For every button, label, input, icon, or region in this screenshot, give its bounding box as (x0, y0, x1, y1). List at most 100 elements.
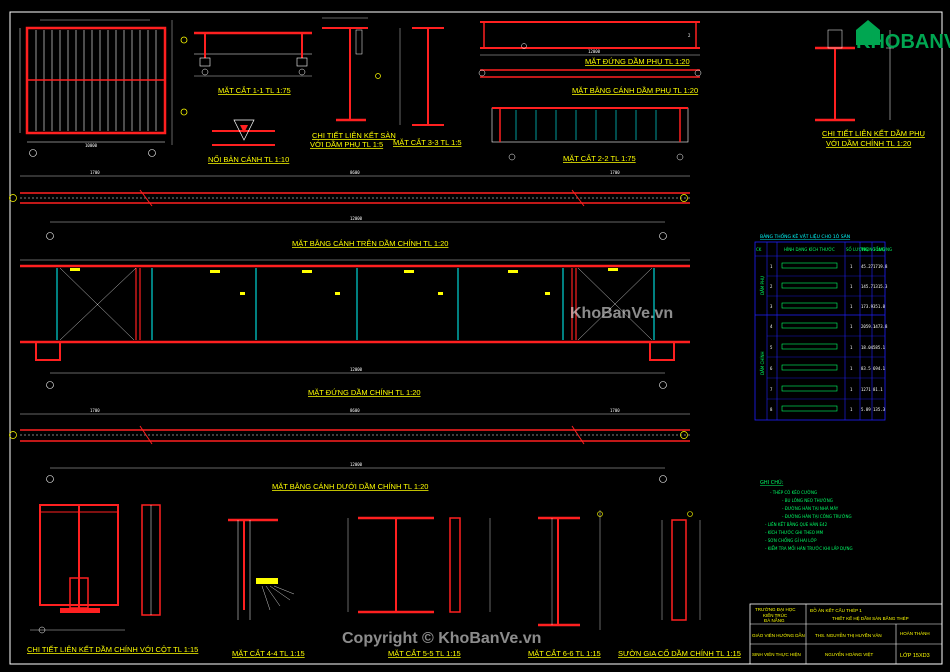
table-row-number: 1 (770, 264, 773, 269)
main-beam-elevation (20, 259, 690, 389)
table-row-weight: 45.27 (861, 264, 874, 269)
table-row-total: 694.1 (873, 366, 886, 371)
dim-top-1700-left: 1700 (90, 170, 100, 175)
materials-table-rows: 1 1 45.27 1719.8 2 1 145.7 1315.3 3 1 17… (770, 264, 888, 412)
brand-logo-text: KHOBANVE (856, 31, 950, 53)
table-row-number: 7 (770, 387, 773, 392)
section-mark-2: 2 (688, 33, 691, 38)
table-row-number: 8 (770, 407, 773, 412)
label-cat33: MẶT CẮT 3-3 TL 1:5 (393, 138, 462, 147)
dim-bot-1700-right: 1700 (610, 408, 620, 413)
note-line: - SƠN CHỐNG GỈ HAI LỚP (765, 538, 817, 543)
table-row-total: 1719.8 (873, 264, 888, 269)
table-row-weight: 145.7 (861, 284, 874, 289)
title-block (749, 603, 943, 665)
tb-teacher-name: THS. NGUYỄN THỊ HUYỀN VÂN (815, 632, 882, 638)
label-lk-san-2: VỚI DẦM PHỤ TL 1:5 (310, 139, 383, 149)
slab-connection-detail (322, 17, 381, 122)
table-row-number: 2 (770, 284, 773, 289)
column-connection-detail (30, 504, 161, 634)
table-row-total: 1315.3 (873, 284, 888, 289)
table-row-weight: 83.5 (861, 366, 871, 371)
label-cat66: MẶT CẮT 6-6 TL 1:15 (528, 649, 601, 658)
section-1-1-elevation (194, 31, 312, 77)
table-row-total: 351.8 (873, 304, 886, 309)
table-group-dam-phu: DẦM PHỤ (760, 276, 765, 295)
table-row-qty: 1 (850, 366, 853, 371)
label-bang-canh-duoi: MẶT BẰNG CÁNH DƯỚI DẦM CHÍNH TL 1:20 (272, 481, 428, 491)
section-2-2 (491, 107, 689, 161)
table-row-weight: 2059.1 (861, 324, 876, 329)
notes-block: GHI CHÚ: - THÉP CÓ KÉO CƯỜNG - BU LÔNG N… (760, 479, 853, 551)
tb-teacher-label: GIÁO VIÊN HƯỚNG DẪN (752, 631, 805, 638)
table-row-qty: 1 (850, 407, 853, 412)
watermark-bottom: Copyright © KhoBanVe.vn (342, 630, 541, 647)
dim-top-total: 12000 (350, 216, 363, 221)
note-line: - THÉP CÓ KÉO CƯỜNG (770, 490, 817, 495)
secondary-beam-elevation (480, 21, 700, 56)
section-6-6 (538, 510, 603, 630)
table-header-weight: TRỌNG LƯỢNG (860, 247, 892, 252)
main-beam-bottom-flange-plan (9, 413, 690, 483)
label-cat11: MẶT CẮT 1-1 TL 1:75 (218, 86, 291, 95)
table-header-shape: HÌNH DẠNG KÍCH THƯỚC (784, 247, 835, 252)
table-header-qty: SỐ LƯỢNG (846, 247, 868, 252)
table-header-ck: CK (756, 247, 762, 252)
label-lk-dam-phu-2: VỚI DẦM CHÍNH TL 1:20 (826, 138, 911, 148)
table-row-qty: 1 (850, 264, 853, 269)
section-5-5 (347, 516, 491, 614)
dim-top-8600: 8600 (350, 170, 360, 175)
dim-elev-total: 12000 (350, 367, 363, 372)
table-group-dam-chinh: DẦM CHÍNH (760, 351, 765, 375)
table-header-total: TỔNG (872, 247, 885, 252)
table-row-total: 1473.8 (873, 324, 888, 329)
table-row-number: 5 (770, 345, 773, 350)
table-row-qty: 1 (850, 345, 853, 350)
dim-cat11-width: 10000 (85, 143, 98, 148)
notes-title: GHI CHÚ: (760, 479, 784, 486)
section-3-3 (399, 27, 444, 126)
table-row-weight: 5.89 (861, 407, 871, 412)
table-row-total: 585.1 (873, 345, 886, 350)
tb-school-3: ĐÀ NẴNG (764, 617, 785, 623)
tb-school-2: KIẾN TRÚC (763, 612, 788, 618)
materials-table-headers: CK HÌNH DẠNG KÍCH THƯỚC SỐ LƯỢNG TRỌNG L… (756, 247, 892, 252)
note-line: - ĐƯỜNG HÀN TẠI CÔNG TRƯỜNG (782, 514, 852, 519)
label-cat22: MẶT CẮT 2-2 TL 1:75 (563, 154, 636, 163)
table-row-weight: 173.9 (861, 304, 874, 309)
tb-project-1: ĐỒ ÁN KẾT CẤU THÉP 1 (810, 607, 862, 613)
table-row-qty: 1 (850, 387, 853, 392)
dim-top-1700-right: 1700 (610, 170, 620, 175)
house-icon (856, 20, 880, 45)
note-line: - LIÊN KẾT BẰNG QUE HÀN E42 (765, 521, 828, 527)
label-cat44: MẶT CẮT 4-4 TL 1:15 (232, 649, 305, 658)
tb-project-2: THIẾT KẾ HỆ DẦM SÀN BẰNG THÉP (832, 614, 909, 621)
label-bang-canh-tren: MẶT BẰNG CÁNH TRÊN DẦM CHÍNH TL 1:20 (292, 238, 448, 248)
table-row-number: 3 (770, 304, 773, 309)
secondary-beam-flange-plan (478, 69, 702, 78)
tb-school-1: TRƯỜNG ĐẠI HỌC (755, 606, 796, 612)
table-row-weight: 1271 (861, 387, 871, 392)
sheet-border (9, 11, 943, 665)
watermark-center: KhoBanVe.vn (570, 305, 673, 322)
label-cat55: MẶT CẮT 5-5 TL 1:15 (388, 649, 461, 658)
dim-bot-8600: 8600 (350, 408, 360, 413)
label-dung-dam-chinh: MẶT ĐỨNG DẦM CHÍNH TL 1:20 (308, 387, 421, 397)
label-lk-cot: CHI TIẾT LIÊN KẾT DẦM CHÍNH VỚI CỘT TL 1… (27, 644, 198, 654)
main-beam-stiffener (661, 511, 701, 621)
dim-bot-total: 12000 (350, 462, 363, 467)
table-row-total: 81.1 (873, 387, 883, 392)
section-1-1 (19, 19, 188, 157)
table-row-number: 6 (770, 366, 773, 371)
label-lk-dam-phu-1: CHI TIẾT LIÊN KẾT DẦM PHỤ (822, 128, 925, 138)
flange-splice-detail (212, 119, 275, 146)
label-dung-dam-phu: MẶT ĐỨNG DẦM PHỤ TL 1:20 (585, 56, 690, 66)
label-suon: SƯỜN GIA CỐ DẦM CHÍNH TL 1:15 (618, 648, 741, 658)
tb-status: HOÀN THÀNH (900, 630, 930, 636)
table-row-qty: 1 (850, 284, 853, 289)
note-line: - ĐƯỜNG HÀN TẠI NHÀ MÁY (782, 506, 839, 511)
table-row-total: 135.3 (873, 407, 886, 412)
label-lk-san-1: CHI TIẾT LIÊN KẾT SÀN (312, 130, 396, 140)
